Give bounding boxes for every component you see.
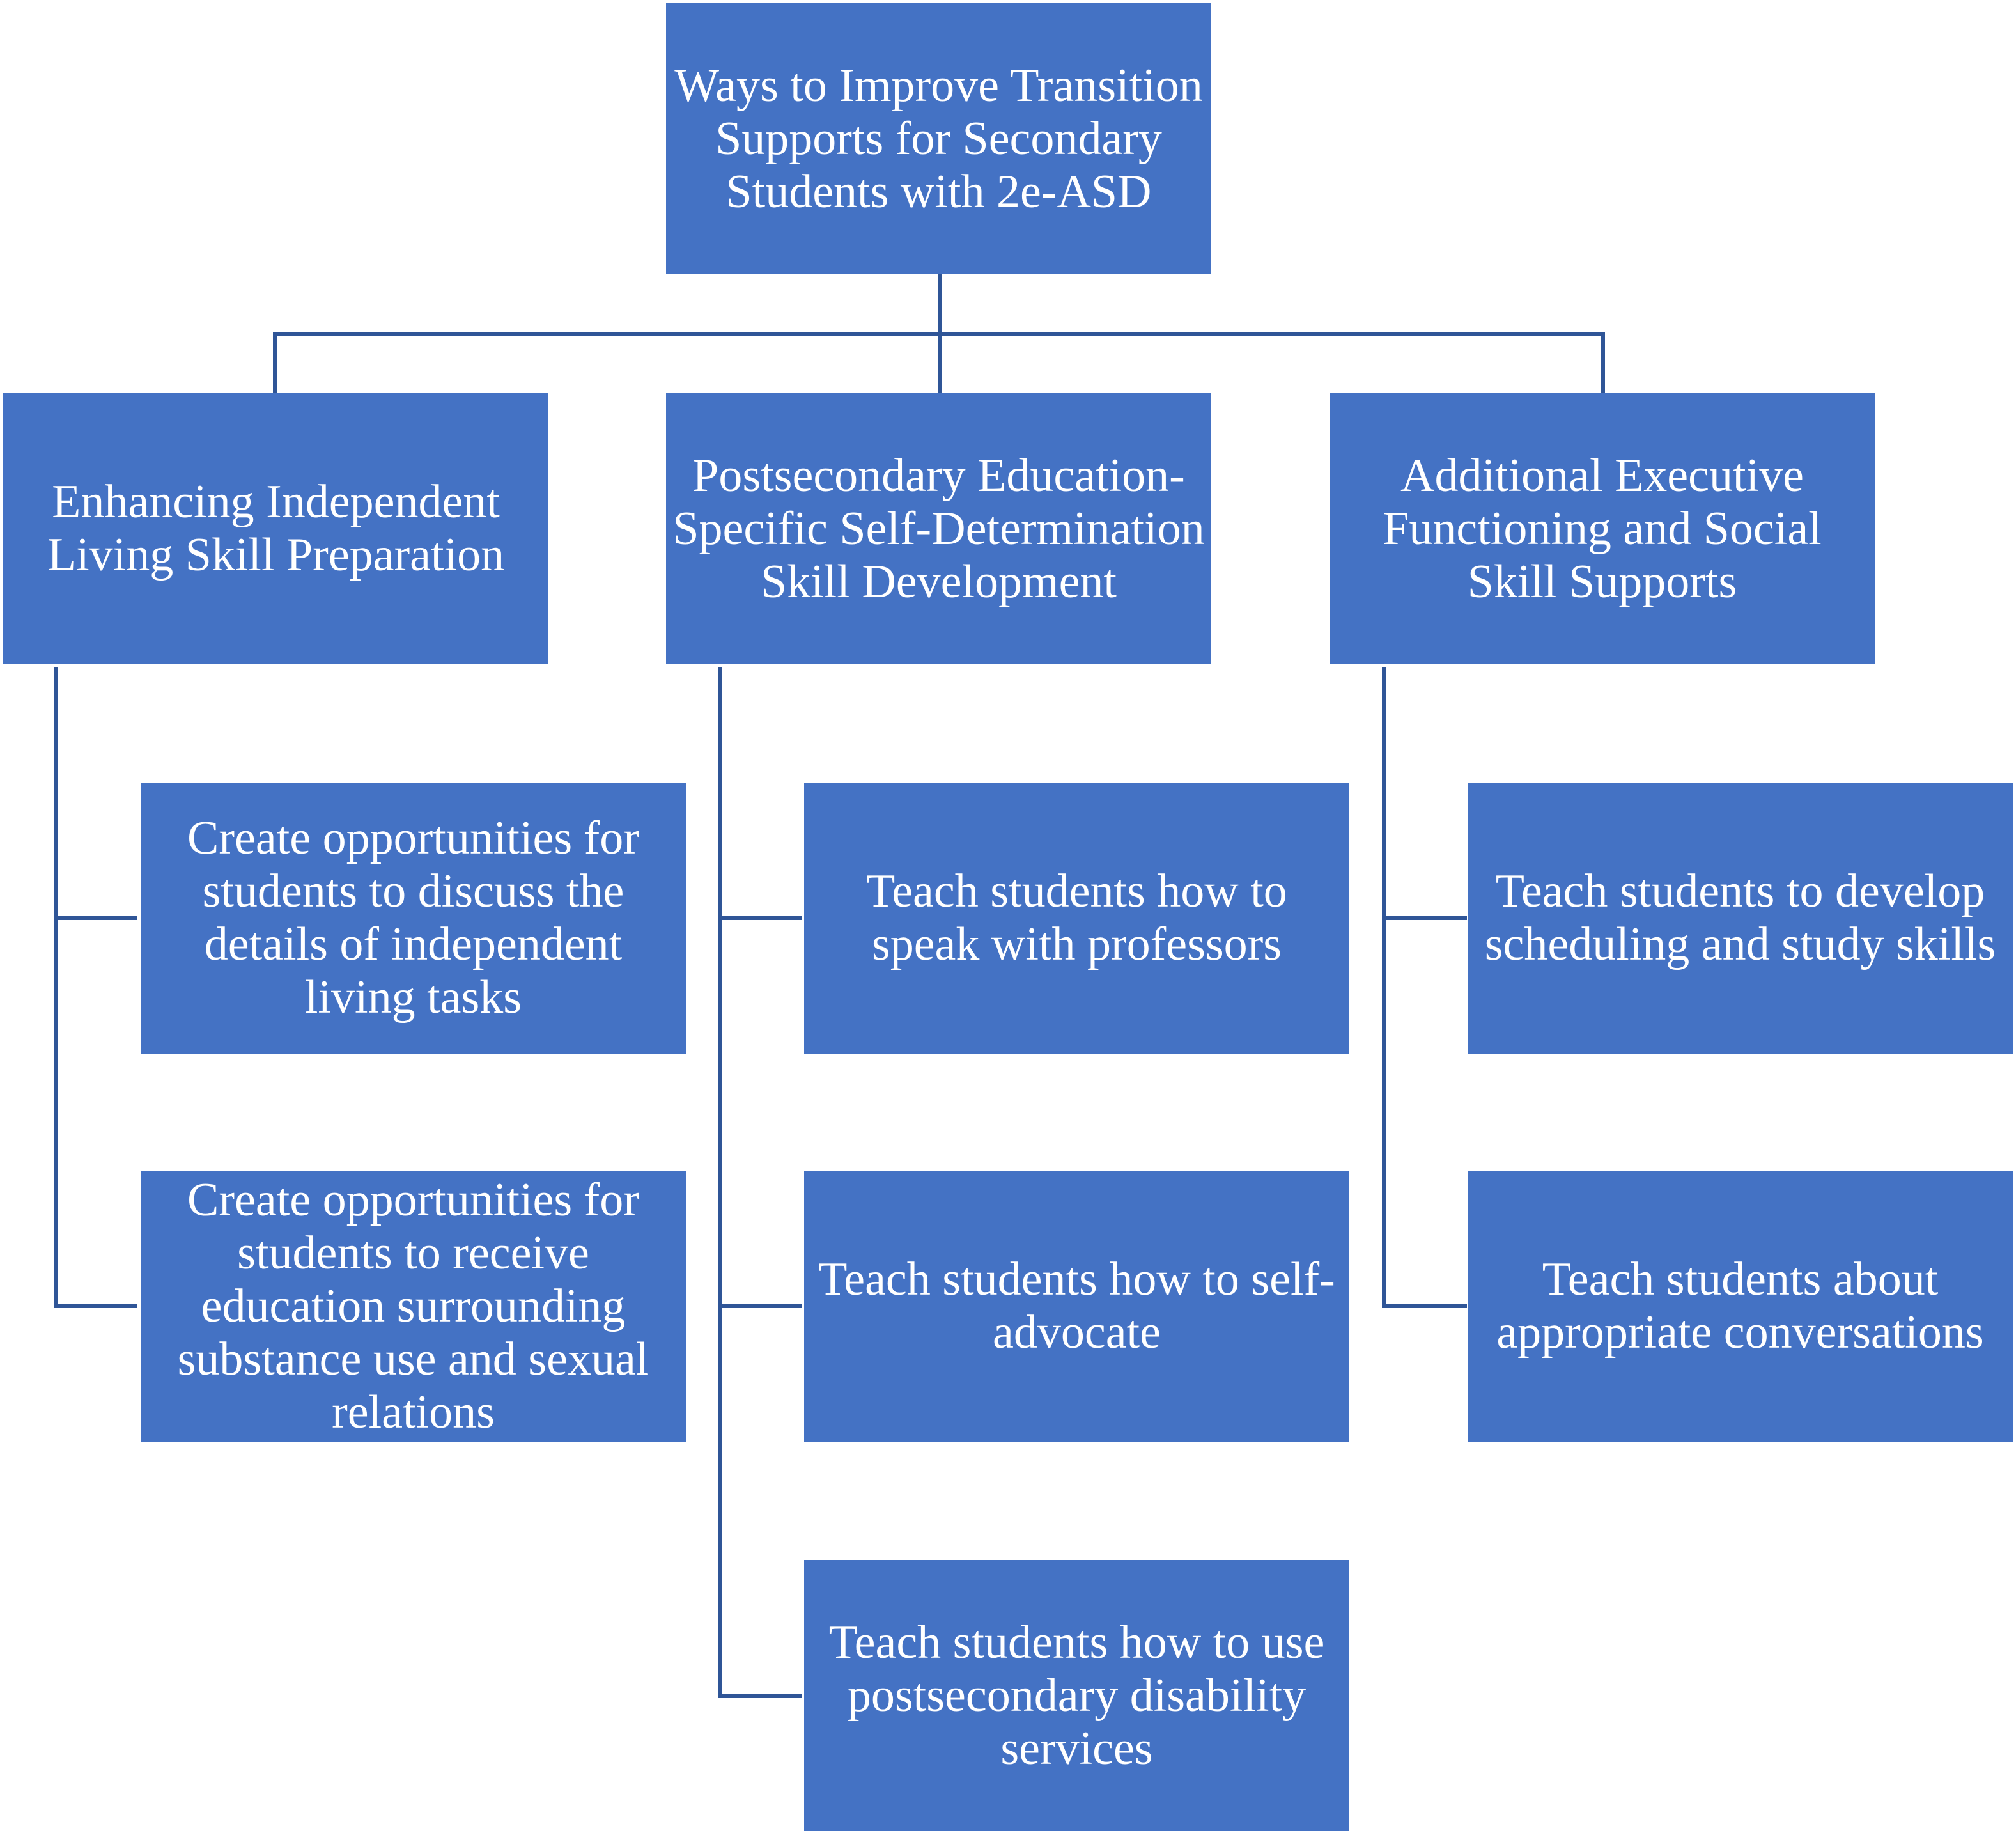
leaf-node-self-advocate: Teach students how to self-advocate <box>804 1171 1349 1442</box>
branch-node-label: Enhancing Independent Living Skill Prepa… <box>47 476 505 581</box>
leaf-node-disability-services: Teach students how to use postsecondary … <box>804 1560 1349 1831</box>
connector-branch-1-spine <box>54 667 137 1308</box>
branch-node-executive-social: Additional Executive Functioning and Soc… <box>1330 393 1875 664</box>
leaf-node-label: Create opportunities for students to dis… <box>187 812 639 1024</box>
leaf-node-label: Teach students how to self-advocate <box>818 1253 1335 1359</box>
leaf-node-label: Teach students how to speak with profess… <box>866 865 1287 971</box>
leaf-node-scheduling-study-skills: Teach students to develop scheduling and… <box>1468 783 2013 1054</box>
leaf-node-label: Create opportunities for students to rec… <box>177 1173 649 1439</box>
leaf-node-substance-sexual-education: Create opportunities for students to rec… <box>141 1171 686 1442</box>
leaf-node-speak-with-professors: Teach students how to speak with profess… <box>804 783 1349 1054</box>
branch-node-label: Postsecondary Education-Specific Self-De… <box>672 449 1205 608</box>
branch-node-self-determination: Postsecondary Education-Specific Self-De… <box>666 393 1211 664</box>
branch-node-independent-living: Enhancing Independent Living Skill Prepa… <box>3 393 548 664</box>
leaf-node-label: Teach students to develop scheduling and… <box>1484 865 1996 971</box>
leaf-node-appropriate-conversations: Teach students about appropriate convers… <box>1468 1171 2013 1442</box>
leaf-node-label: Teach students how to use postsecondary … <box>828 1616 1325 1775</box>
leaf-node-label: Teach students about appropriate convers… <box>1496 1253 1984 1359</box>
connector-branch-2-spine <box>718 667 802 1698</box>
root-node-label: Ways to Improve Transition Supports for … <box>674 59 1203 218</box>
leaf-node-discuss-independent-living: Create opportunities for students to dis… <box>141 783 686 1054</box>
branch-node-label: Additional Executive Functioning and Soc… <box>1383 449 1822 608</box>
connector-branch-3-spine <box>1382 667 1467 1308</box>
root-node: Ways to Improve Transition Supports for … <box>666 3 1211 274</box>
